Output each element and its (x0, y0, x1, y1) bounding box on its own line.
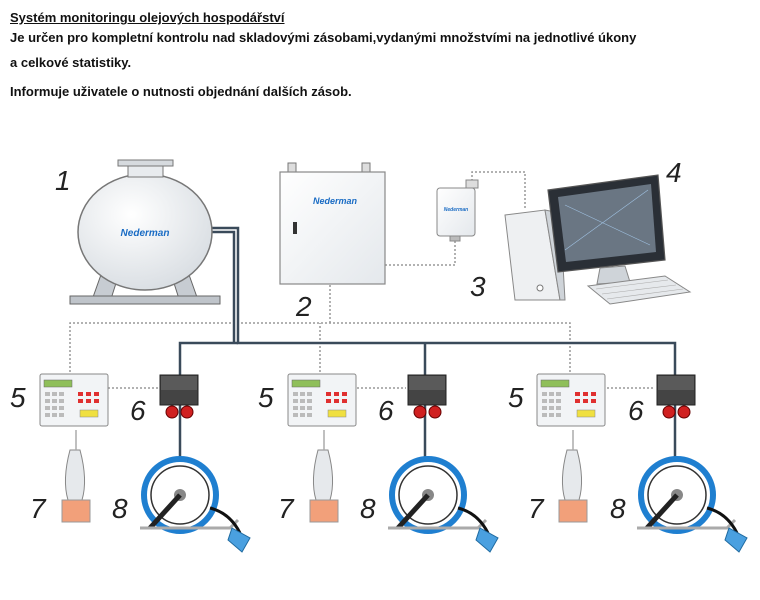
control-valve (159, 374, 199, 419)
hose-reel (140, 456, 251, 553)
label-keypad-2: 5 (258, 382, 274, 413)
label-valve-2: 6 (378, 395, 394, 426)
station-2 (287, 373, 499, 553)
description-line-2: a celkové statistiky. (10, 55, 132, 70)
label-keypad-3: 5 (508, 382, 524, 413)
cabinet-brand-logo: Nederman (313, 196, 358, 206)
oil-tank: Nederman (69, 159, 221, 305)
station-1 (39, 373, 251, 553)
label-reel-1: 8 (112, 493, 128, 524)
oil-pipes (178, 226, 677, 470)
tank-brand-logo: Nederman (121, 228, 170, 239)
label-computer: 4 (666, 157, 682, 188)
label-tank: 1 (55, 165, 71, 196)
station-3 (536, 373, 748, 553)
control-valve (407, 374, 447, 419)
keypad-terminal (536, 373, 606, 427)
barcode-scanner (61, 430, 91, 523)
label-wireless: 3 (470, 271, 486, 302)
keypad-terminal (39, 373, 109, 427)
label-cabinet: 2 (295, 291, 312, 322)
control-valve (656, 374, 696, 419)
computer (504, 174, 692, 305)
wireless-unit: Nederman (436, 179, 479, 242)
label-reel-2: 8 (360, 493, 376, 524)
barcode-scanner (309, 430, 339, 523)
label-reel-3: 8 (610, 493, 626, 524)
description-line-1: Je určen pro kompletní kontrolu nad skla… (10, 30, 637, 45)
label-scanner-2: 7 (278, 493, 295, 524)
wireless-brand-logo: Nederman (444, 207, 468, 213)
description-line-3: Informuje uživatele o nutnosti objednání… (10, 84, 352, 99)
keypad-terminal (287, 373, 357, 427)
label-keypad-1: 5 (10, 382, 26, 413)
control-cabinet: Nederman (279, 162, 386, 285)
page-title: Systém monitoringu olejových hospodářstv… (10, 10, 285, 25)
label-valve-3: 6 (628, 395, 644, 426)
label-scanner-3: 7 (528, 493, 545, 524)
hose-reel (637, 456, 748, 553)
barcode-scanner (558, 430, 588, 523)
label-scanner-1: 7 (30, 493, 47, 524)
label-valve-1: 6 (130, 395, 146, 426)
hose-reel (388, 456, 499, 553)
